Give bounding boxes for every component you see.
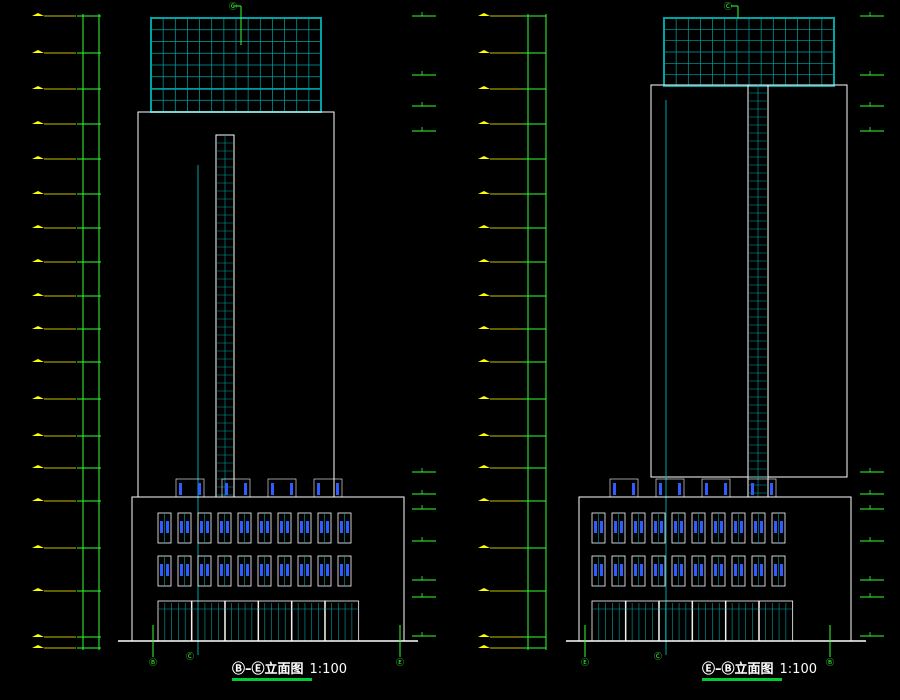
elevation-right: [478, 12, 884, 655]
dimension-line-right: [527, 14, 547, 650]
axis-label-left-top: Ⓒ: [229, 2, 237, 11]
tower-body-left: [137, 111, 335, 498]
title-scale-left: 1:100: [309, 662, 347, 677]
title-text-right: Ⓔ–Ⓑ立面图: [702, 662, 774, 677]
axis-label-right-c: Ⓑ: [826, 658, 834, 667]
dimension-line-left: [82, 14, 100, 650]
axis-bubbles: [152, 5, 831, 657]
axis-label-left-a: Ⓑ: [149, 658, 157, 667]
level-marks-left: [32, 13, 101, 649]
elevation-left: [32, 12, 436, 655]
tower-body-right: [650, 84, 848, 478]
axis-label-left-b: Ⓒ: [186, 652, 194, 661]
axis-label-left-c: Ⓔ: [396, 658, 404, 667]
axis-label-right-b: Ⓒ: [654, 652, 662, 661]
title-underline-right: [702, 678, 782, 681]
title-underline-left: [232, 678, 312, 681]
title-text-left: Ⓑ–Ⓔ立面图: [232, 662, 304, 677]
curtain-wall-strip-right: [747, 84, 769, 498]
level-marks-right-side-left: [412, 12, 436, 637]
level-marks-right-side-right: [860, 12, 884, 637]
roof-crown-left: [150, 17, 322, 113]
podium-right: [578, 478, 852, 642]
curtain-wall-strip-left: [215, 134, 235, 498]
drawing-title-right: Ⓔ–Ⓑ立面图 1:100: [702, 658, 817, 684]
axis-label-right-a: Ⓔ: [581, 658, 589, 667]
drawing-title-left: Ⓑ–Ⓔ立面图 1:100: [232, 658, 347, 684]
level-marks-right-drawing: [478, 13, 546, 649]
roof-crown-right: [663, 17, 835, 87]
axis-label-right-top: Ⓒ: [724, 2, 732, 11]
podium-left: [131, 478, 405, 642]
title-scale-right: 1:100: [779, 662, 817, 677]
